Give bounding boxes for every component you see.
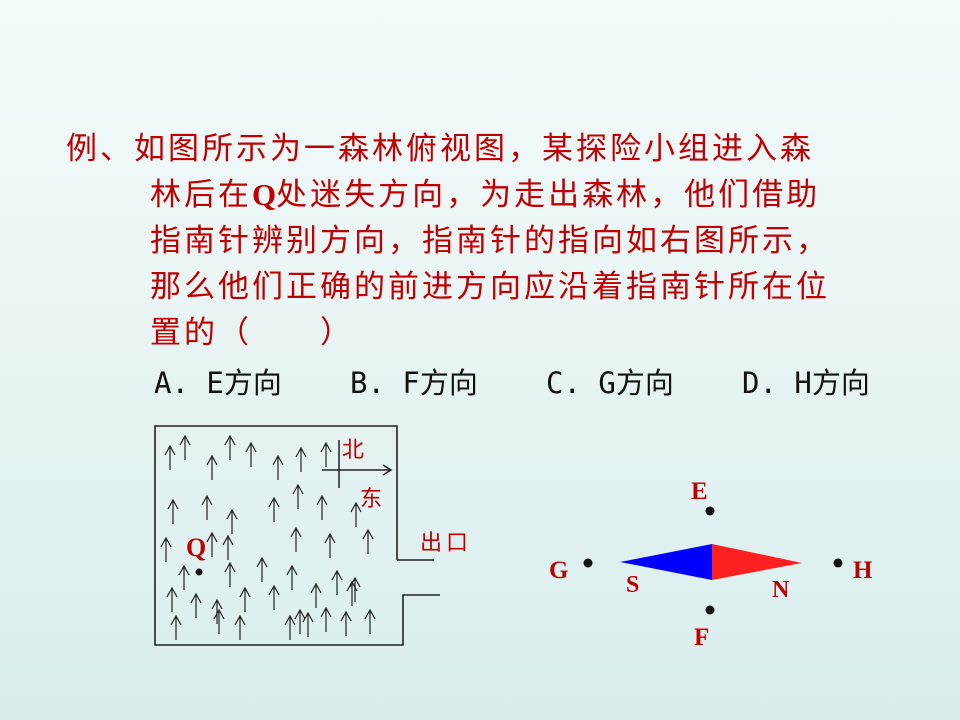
point-h-dot xyxy=(833,558,843,568)
north-label: 北 xyxy=(342,438,364,463)
east-arrowhead xyxy=(382,464,393,476)
tree-icon xyxy=(320,606,332,632)
tree-icon xyxy=(201,494,213,520)
question-line-2-end: 处迷失方向，为走出森林，他们借助 xyxy=(276,177,821,213)
tree-icon xyxy=(226,508,238,534)
needle-n-label: N xyxy=(772,577,790,603)
tree-icon xyxy=(179,434,191,460)
compass-f-label: F xyxy=(694,624,709,651)
needle-south-half xyxy=(620,544,712,580)
east-label: 东 xyxy=(360,487,382,512)
tree-icon xyxy=(272,454,284,480)
compass-diagram: E F G H S N xyxy=(549,478,873,651)
tree-icon xyxy=(268,496,280,522)
tree-icon xyxy=(324,532,336,558)
compass-h-label: H xyxy=(853,557,873,584)
answer-options: A. E方向 B. F方向 C. G方向 D. H方向 xyxy=(154,360,902,406)
question-line-4: 那么他们正确的前进方向应沿着指南针所在位 xyxy=(150,269,830,305)
option-b[interactable]: B. F方向 xyxy=(350,366,478,400)
tree-icon xyxy=(234,614,246,640)
point-f-dot xyxy=(705,605,715,615)
compass-g-label: G xyxy=(549,557,568,584)
option-d[interactable]: D. H方向 xyxy=(742,366,870,400)
tree-icon xyxy=(211,598,223,624)
tree-icon xyxy=(310,582,322,608)
tree-icon xyxy=(222,534,234,560)
option-a[interactable]: A. E方向 xyxy=(154,366,282,400)
tree-icon xyxy=(331,569,343,595)
tree-icon xyxy=(245,441,257,467)
tree-icon xyxy=(256,556,268,582)
tree-icon xyxy=(346,580,358,606)
compass-e-label: E xyxy=(691,478,708,505)
tree-icon xyxy=(167,498,179,524)
tree-icon xyxy=(166,586,178,612)
tree-icon xyxy=(268,584,280,610)
tree-icon xyxy=(292,483,304,509)
tree-icon xyxy=(178,564,190,590)
tree-icon xyxy=(206,454,218,480)
tree-icon xyxy=(320,441,332,467)
point-e-dot xyxy=(705,506,715,516)
tree-icon xyxy=(350,501,362,527)
tree-icon xyxy=(284,614,296,640)
point-q-dot xyxy=(195,568,203,576)
tree-icon xyxy=(302,611,314,637)
tree-icon xyxy=(340,610,352,636)
tree-icon xyxy=(294,608,306,634)
tree-icon xyxy=(224,434,236,460)
tree-icon xyxy=(316,494,328,520)
tree-icon xyxy=(190,592,202,618)
tree-icon xyxy=(160,536,172,562)
option-c[interactable]: C. G方向 xyxy=(546,366,674,400)
tree-icon xyxy=(364,608,376,634)
tree-icon xyxy=(224,561,236,587)
question-line-2-start: 林后在 xyxy=(150,177,252,213)
tree-group xyxy=(160,434,376,640)
question-line-2: 林后在Q处迷失方向，为走出森林，他们借助 xyxy=(66,172,926,218)
map-point-q-label: Q xyxy=(186,533,206,562)
needle-north-half xyxy=(712,544,802,580)
needle-s-label: S xyxy=(626,572,639,598)
exit-label: 出口 xyxy=(420,531,472,556)
tree-icon xyxy=(164,444,176,470)
tree-icon xyxy=(213,608,225,634)
question-text: 例、如图所示为一森林俯视图，某探险小组进入森 林后在Q处迷失方向，为走出森林，他… xyxy=(66,126,926,356)
tree-icon xyxy=(286,564,298,590)
tree-icon xyxy=(290,526,302,552)
question-line-1: 例、如图所示为一森林俯视图，某探险小组进入森 xyxy=(66,131,814,167)
tree-icon xyxy=(239,586,251,612)
tree-icon xyxy=(349,576,361,602)
tree-icon xyxy=(170,614,182,640)
forest-boundary xyxy=(154,425,440,646)
tree-icon xyxy=(362,528,374,554)
tree-icon xyxy=(295,446,307,472)
question-line-5: 置的（ ） xyxy=(150,315,354,351)
point-g-dot xyxy=(583,558,593,568)
question-line-3: 指南针辨别方向，指南针的指向如右图所示， xyxy=(150,223,830,259)
tree-icon xyxy=(206,531,218,557)
point-q-label: Q xyxy=(252,177,277,212)
